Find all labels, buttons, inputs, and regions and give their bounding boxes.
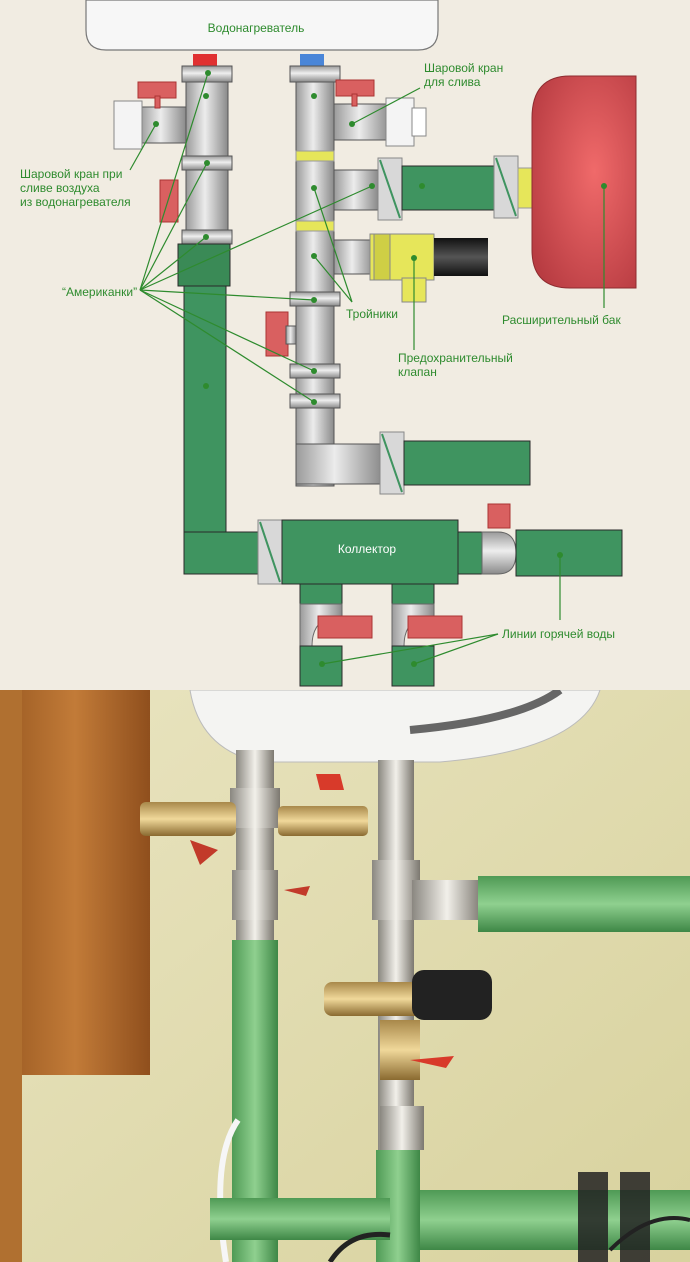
hot-lines-callout: Линии горячей воды xyxy=(319,552,615,667)
air-valve-label-2: сливе воздуха xyxy=(20,181,100,195)
tees-callout: Тройники xyxy=(311,185,398,321)
drain-valve-label-1: Шаровой кран xyxy=(424,61,503,75)
cold-supply-branch xyxy=(295,431,531,495)
unions-callout: “Американки” xyxy=(62,70,375,405)
cold-inlet-marker xyxy=(300,54,324,66)
heater-bottom xyxy=(189,690,601,763)
installation-photo xyxy=(0,690,690,1262)
hot-lines-label: Линии горячей воды xyxy=(502,627,615,641)
safety-valve-label-2: клапан xyxy=(398,365,437,379)
heater-label: Водонагреватель xyxy=(208,21,305,35)
safety-valve-label-1: Предохранительный xyxy=(398,351,513,365)
photo-safety-valve xyxy=(324,982,424,1016)
air-valve-label-1: Шаровой кран при xyxy=(20,167,122,181)
collector-label: Коллектор xyxy=(338,542,396,556)
tank-callout: Расширительный бак xyxy=(502,183,621,327)
expansion-tank xyxy=(531,75,637,289)
tank-label: Расширительный бак xyxy=(502,313,621,327)
hot-green-pipe xyxy=(177,243,261,575)
air-valve-label-3: из водонагревателя xyxy=(20,195,131,209)
hot-outlet-marker xyxy=(193,54,217,66)
connection-diagram: Водонагреватель xyxy=(20,0,637,687)
unions-label: “Американки” xyxy=(62,285,137,299)
safety-valve xyxy=(333,233,488,303)
water-heater: Водонагреватель xyxy=(85,0,439,66)
photo-air-valve xyxy=(140,802,236,836)
collector: Коллектор xyxy=(257,503,623,585)
wooden-shelf xyxy=(0,690,150,1075)
expansion-tank-branch xyxy=(333,155,533,221)
cold-inlet-riser xyxy=(265,65,427,487)
tees-label: Тройники xyxy=(346,307,398,321)
drain-valve-label-2: для слива xyxy=(424,75,481,89)
hot-outlet-riser xyxy=(113,65,233,247)
hot-water-lines xyxy=(299,583,463,687)
